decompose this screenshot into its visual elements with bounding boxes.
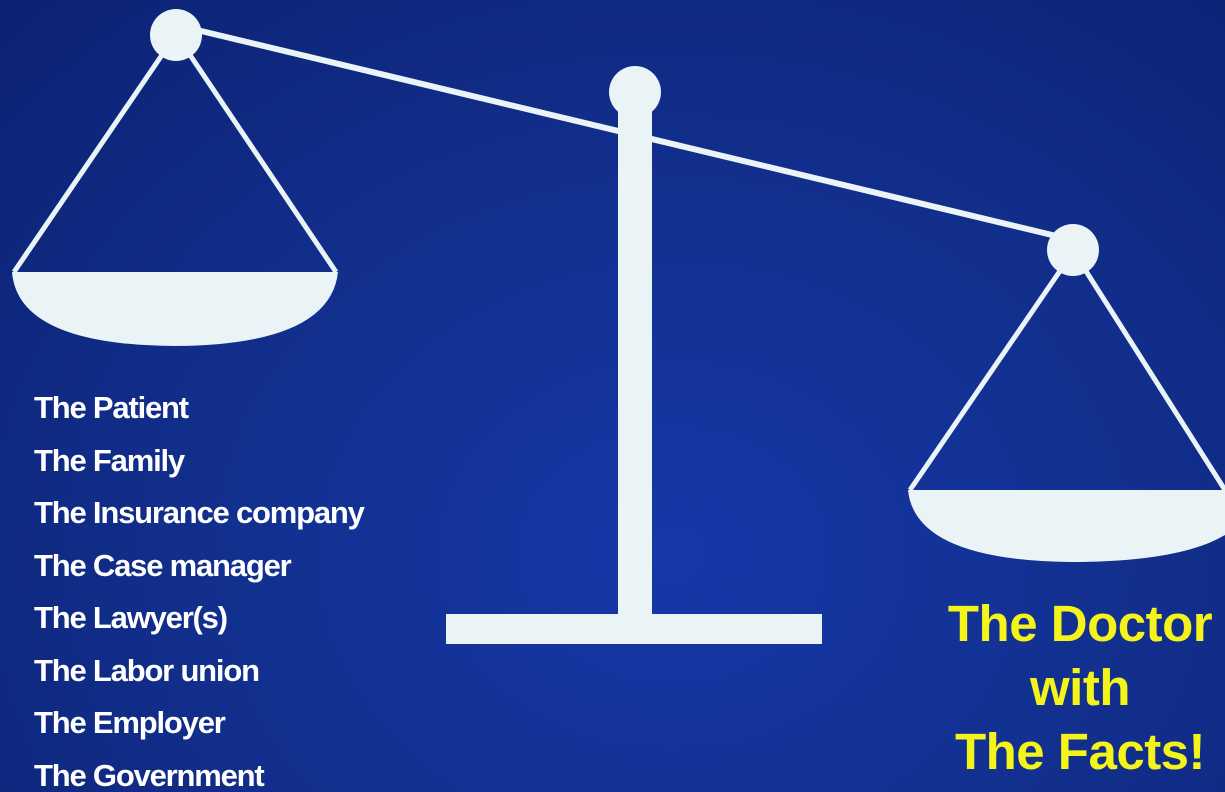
right-pan-string-right [1081, 266, 1225, 492]
left-pan-string-left [11, 50, 167, 274]
list-item: The Government [34, 757, 265, 792]
right-pivot-knob [1047, 224, 1099, 276]
caption-line-3: The Facts! [954, 723, 1206, 780]
caption-line-1: The Doctor [947, 595, 1213, 652]
scale-beam [175, 22, 1074, 243]
list-item: The Family [34, 442, 185, 478]
scale-post [618, 100, 652, 620]
left-pivot-knob [150, 9, 202, 61]
left-pan-string-right [185, 50, 339, 274]
stakeholder-list: The Patient The Family The Insurance com… [34, 382, 365, 792]
scale-post-cap [609, 66, 661, 118]
list-item: The Insurance company [34, 495, 365, 530]
caption-line-2: with [1030, 659, 1130, 716]
left-pan [12, 272, 338, 346]
right-pan-string-left [907, 266, 1065, 492]
right-pan [908, 490, 1225, 562]
list-item: The Employer [34, 705, 226, 740]
list-item: The Case manager [34, 547, 292, 583]
doctor-caption: The Doctor with The Facts! [930, 592, 1225, 784]
list-item: The Labor union [34, 652, 260, 688]
list-item: The Lawyer(s) [34, 600, 228, 635]
list-item: The Patient [34, 390, 189, 425]
